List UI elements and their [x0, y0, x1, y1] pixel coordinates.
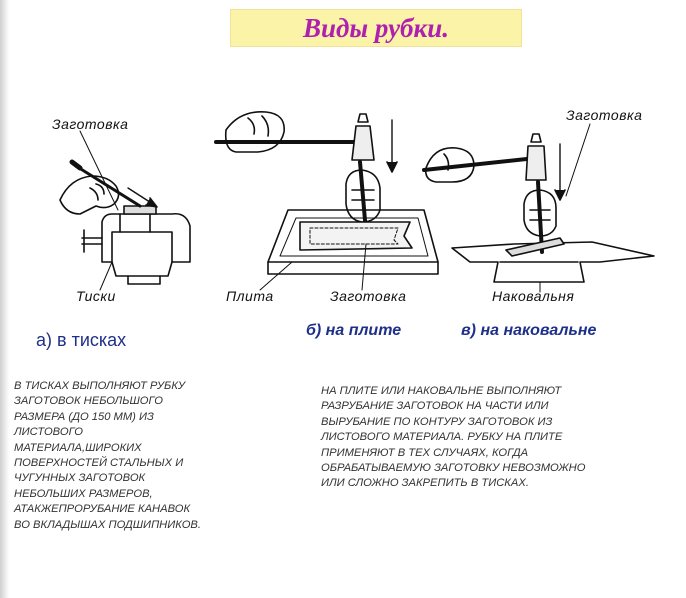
text-line: ЗАГОТОВОК НЕБОЛЬШОГО: [14, 395, 163, 408]
page-title: Виды рубки.: [303, 12, 449, 43]
caption-plate: б) на плите: [306, 322, 402, 339]
text-line: РАЗМЕРА (ДО 150 ММ) ИЗ: [14, 410, 154, 423]
vise-illustration: [59, 130, 191, 291]
label-vise: Тиски: [76, 288, 116, 304]
label-anvil: Наковальня: [492, 288, 575, 304]
page-edge-shadow: [0, 0, 10, 598]
text-line: РАЗРУБАНИЕ ЗАГОТОВОК НА ЧАСТИ ИЛИ: [321, 400, 549, 413]
text-line: ПОВЕРХНОСТЕЙ СТАЛЬНЫХ И: [14, 457, 184, 470]
text-line: НА ПЛИТЕ ИЛИ НАКОВАЛЬНЕ ВЫПОЛНЯЮТ: [321, 385, 562, 397]
label-workpiece-plate: Заготовка: [330, 288, 407, 304]
caption-anvil: в) на наковальне: [461, 322, 597, 339]
caption-vise: а) в тисках: [36, 330, 127, 350]
text-line: ПРИМЕНЯЮТ В ТЕХ СЛУЧАЯХ, КОГДА: [321, 446, 529, 459]
label-workpiece-vise: Заготовка: [52, 116, 129, 132]
text-line: МАТЕРИАЛА,ШИРОКИХ: [14, 441, 142, 454]
text-line: АТАКЖЕПРОРУБАНИЕ КАНАВОК: [14, 503, 191, 516]
label-plate: Плита: [226, 288, 274, 304]
title-banner: Виды рубки.: [230, 9, 522, 47]
text-line: ВЫРУБАНИЕ ПО КОНТУРУ ЗАГОТОВОК ИЗ: [321, 415, 553, 428]
description-vise: В ТИСКАХ ВЫПОЛНЯЮТ РУБКУ ЗАГОТОВОК НЕБОЛ…: [14, 379, 201, 533]
text-line: ЛИСТОВОГО: [14, 426, 84, 439]
text-line: ОБРАБАТЫВАЕМУЮ ЗАГОТОВКУ НЕВОЗМОЖНО: [321, 462, 586, 475]
text-line: В ТИСКАХ ВЫПОЛНЯЮТ РУБКУ: [14, 380, 186, 392]
text-line: ИЛИ СЛОЖНО ЗАКРЕПИТЬ В ТИСКАХ.: [321, 477, 529, 490]
text-line: ЛИСТОВОГО МАТЕРИАЛА. РУБКУ НА ПЛИТЕ: [321, 431, 563, 444]
description-plate-anvil: НА ПЛИТЕ ИЛИ НАКОВАЛЬНЕ ВЫПОЛНЯЮТ РАЗРУБ…: [321, 384, 585, 492]
text-line: ВО ВКЛАДЫШАХ ПОДШИПНИКОВ.: [14, 518, 201, 531]
text-line: ЧУГУННЫХ ЗАГОТОВОК: [14, 472, 146, 485]
label-workpiece-anvil: Заготовка: [566, 107, 643, 123]
text-line: НЕБОЛЬШИХ РАЗМЕРОВ,: [14, 487, 153, 500]
anvil-illustration: [422, 123, 655, 293]
plate-illustration: [214, 111, 439, 291]
